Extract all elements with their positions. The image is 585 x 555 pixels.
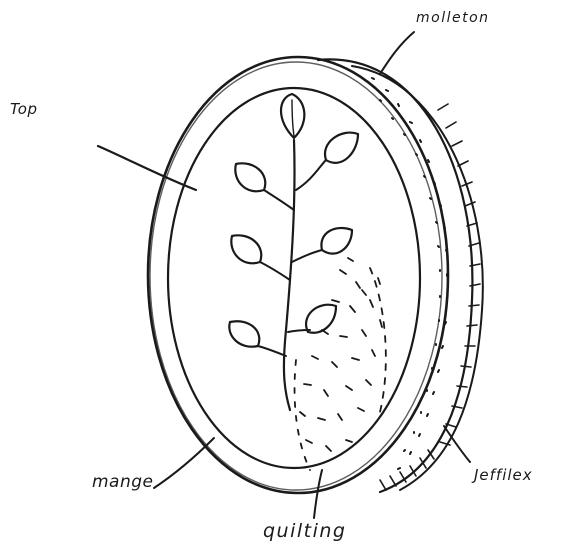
leader-top: [98, 146, 196, 190]
quilting-marks: [295, 258, 386, 470]
label-jeffilex: Jeffilex: [474, 466, 533, 484]
label-mange: mange: [92, 472, 154, 492]
leader-molleton: [380, 32, 414, 74]
label-top: Top: [10, 100, 38, 118]
leader-mange: [154, 438, 214, 488]
side-band: [318, 59, 483, 492]
label-quilting: quilting: [263, 520, 347, 542]
leaf-branch-illustration: [229, 94, 358, 410]
leader-quilting: [314, 470, 322, 518]
label-molleton: molleton: [416, 10, 490, 26]
outer-rim: [148, 57, 448, 493]
